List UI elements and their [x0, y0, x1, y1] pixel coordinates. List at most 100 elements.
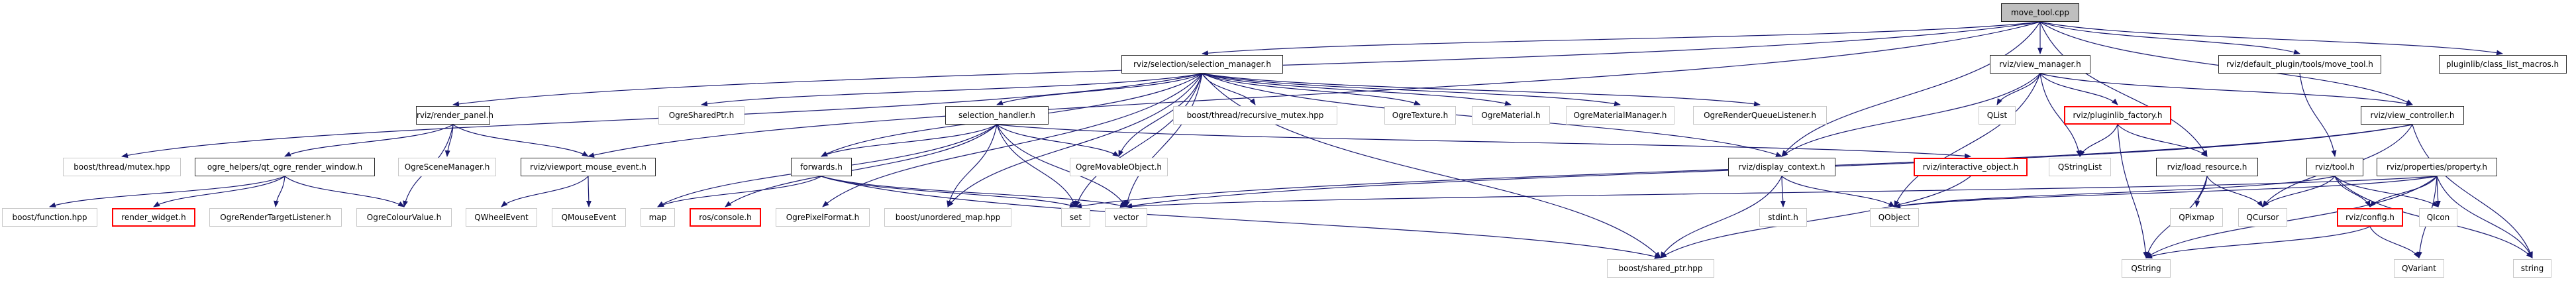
node-rc[interactable]: ros/console.h	[690, 208, 761, 227]
edge-mtc-clm	[2039, 21, 2503, 56]
edge-shh-rc	[725, 124, 998, 207]
edge-tool-qobj	[1894, 176, 2336, 209]
edge-shh-bum	[947, 124, 998, 207]
node-stdint: stdint.h	[1759, 208, 1807, 227]
node-cfg[interactable]: rviz/config.h	[2337, 208, 2403, 227]
edge-dc-stdint	[1780, 176, 1786, 207]
node-str: string	[2513, 259, 2551, 278]
node-dc[interactable]: rviz/display_context.h	[1728, 158, 1835, 176]
edge-vm-qobj	[1894, 73, 2041, 207]
edge-shh-io	[996, 124, 1971, 159]
node-omm: OgreMaterialManager.h	[1566, 106, 1674, 125]
node-qwe: QWheelEvent	[466, 208, 537, 227]
node-lr[interactable]: rviz/load_resource.h	[2156, 158, 2258, 176]
node-qvar: QVariant	[2394, 259, 2444, 278]
edge-tool-qicon	[2334, 176, 2439, 207]
edge-pf-lr	[2117, 124, 2208, 157]
node-vme[interactable]: rviz/viewport_mouse_event.h	[521, 158, 656, 176]
edge-sm-shh	[996, 73, 1203, 105]
edge-sm-oma	[1202, 73, 1512, 106]
edge-sm-bum	[947, 73, 1203, 207]
edge-sm-otx	[1202, 73, 1421, 105]
edge-prop-vec	[1125, 176, 2438, 209]
edge-vc-str	[2412, 124, 2533, 258]
node-tool[interactable]: rviz/tool.h	[2306, 158, 2363, 176]
node-fw[interactable]: forwards.h	[791, 158, 852, 176]
node-sm[interactable]: rviz/selection/selection_manager.h	[1121, 55, 1283, 74]
edge-sm-omo	[1118, 73, 1203, 157]
edge-mtc-lr	[2039, 21, 2208, 157]
edge-vme-qwe	[501, 176, 589, 207]
node-brm: boost/thread/recursive_mutex.hpp	[1173, 106, 1337, 125]
node-bsp: boost/shared_ptr.hpp	[1607, 259, 1714, 278]
node-ortl: OgreRenderTargetListener.h	[209, 208, 342, 227]
node-rw[interactable]: render_widget.h	[112, 208, 195, 227]
node-mtc: move_tool.cpp	[2001, 3, 2079, 22]
edge-vme-qme	[586, 176, 592, 207]
edge-qorw-ocv	[284, 176, 405, 207]
edge-rp-vme	[452, 124, 589, 157]
edge-rp-osm	[444, 124, 454, 157]
edge-sm-osp	[701, 73, 1203, 107]
node-qme: QMouseEvent	[552, 208, 626, 227]
node-vec: vector	[1105, 208, 1147, 227]
node-qobj: QObject	[1870, 208, 1919, 227]
node-qsl: QStringList	[2049, 158, 2111, 176]
edge-mtc-mth	[2039, 21, 2300, 55]
edge-vm-qlist	[1996, 73, 2041, 105]
edge-mtc-sm	[1202, 21, 2041, 56]
edge-prop-qobj	[1894, 176, 2438, 209]
edge-io-bsp	[1660, 176, 1971, 258]
node-otx: OgreTexture.h	[1384, 106, 1456, 125]
node-bum: boost/unordered_map.hpp	[884, 208, 1011, 227]
edge-shh-vec	[996, 124, 1127, 207]
edge-qorw-bf	[49, 176, 285, 208]
edge-vm-dc	[1781, 73, 2041, 157]
node-io[interactable]: rviz/interactive_object.h	[1914, 158, 2028, 176]
node-vc[interactable]: rviz/view_controller.h	[2361, 106, 2464, 125]
node-qicon: QIcon	[2419, 208, 2457, 227]
node-orql: OgreRenderQueueListener.h	[1693, 106, 1827, 125]
edge-pf-qsl	[2079, 124, 2118, 157]
node-opf: OgrePixelFormat.h	[776, 208, 870, 227]
edge-vm-qsl	[2039, 73, 2082, 157]
edge-shh-omo	[996, 124, 1119, 157]
edge-mtc-vme	[588, 21, 2041, 158]
edge-prop-qicon	[2435, 176, 2441, 207]
node-bf: boost/function.hpp	[2, 208, 97, 227]
edge-sm-set	[1075, 73, 1203, 207]
edge-lr-qcur	[2206, 176, 2263, 207]
node-oma: OgreMaterial.h	[1472, 106, 1550, 125]
node-qpix: QPixmap	[2170, 208, 2223, 227]
edge-prop-cfg	[2369, 176, 2438, 207]
edge-prop-str	[2436, 176, 2533, 258]
node-prop[interactable]: rviz/properties/property.h	[2377, 158, 2497, 176]
edge-prop-qstr	[2145, 176, 2438, 258]
edge-shh-set	[996, 124, 1076, 207]
node-shh[interactable]: selection_handler.h	[945, 106, 1049, 125]
node-qorw[interactable]: ogre_helpers/qt_ogre_render_window.h	[195, 158, 375, 176]
edge-mth-tool	[2299, 73, 2337, 157]
node-omo: OgreMovableObject.h	[1070, 158, 1168, 176]
edge-tool-qcur	[2262, 176, 2336, 207]
node-set: set	[1061, 208, 1090, 227]
edge-tool-cfg	[2334, 176, 2371, 207]
edge-rp-qorw	[284, 124, 454, 157]
node-rp[interactable]: rviz/render_panel.h	[416, 106, 493, 125]
node-vm[interactable]: rviz/view_manager.h	[1990, 55, 2090, 74]
edge-fw-set	[821, 176, 1076, 208]
edge-fw-bsp	[821, 176, 1661, 259]
node-ocv: OgreColourValue.h	[356, 208, 452, 227]
edge-pf-qstr	[2117, 124, 2149, 258]
edge-cfg-qstr	[2145, 226, 2371, 258]
edges-group	[49, 21, 2533, 259]
node-osm: OgreSceneManager.h	[398, 158, 496, 176]
edge-sm-vec	[1125, 73, 1203, 207]
node-clm[interactable]: pluginlib/class_list_macros.h	[2438, 55, 2567, 74]
edge-shh-fw	[821, 124, 998, 157]
edge-mtc-dc	[1781, 21, 2041, 157]
edge-fw-vec	[821, 176, 1127, 208]
node-pf[interactable]: rviz/pluginlib_factory.h	[2064, 106, 2171, 125]
node-mth[interactable]: rviz/default_plugin/tools/move_tool.h	[2218, 55, 2381, 74]
